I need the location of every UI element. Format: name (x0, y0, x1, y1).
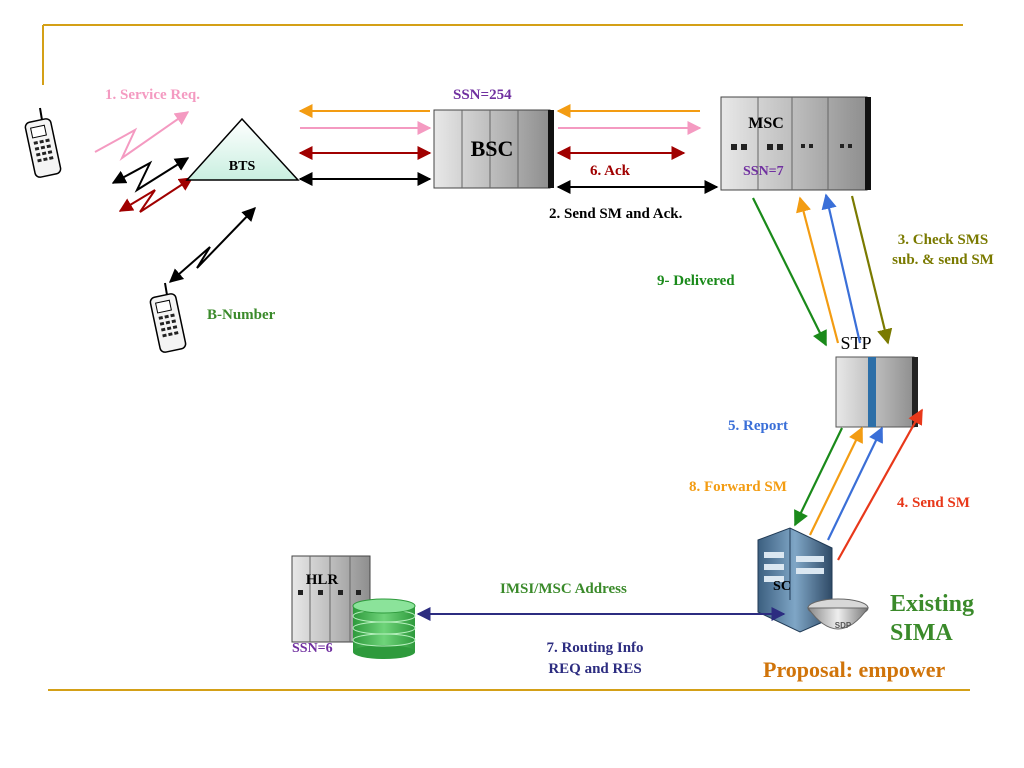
arrow-report-sc-blue (827, 426, 883, 541)
arrow-msc-stp-orange (796, 196, 840, 344)
label-forward-sm: 8. Forward SM (689, 479, 787, 495)
radio-link-b-number (168, 206, 256, 283)
bts-label: BTS (229, 159, 256, 174)
bsc-node: BSC (433, 109, 554, 189)
label-delivered: 9- Delivered (657, 273, 735, 289)
hlr-label: HLR (306, 572, 339, 588)
arrow-forward-sm-orange (809, 426, 863, 536)
label-send-sm: 4. Send SM (897, 495, 970, 511)
label-routing-info-2: REQ and RES (548, 661, 641, 677)
label-sima: SIMA (890, 620, 953, 646)
bts-node: BTS (185, 117, 300, 181)
bsc-label: BSC (471, 136, 514, 161)
flow-labels: 1. Service Req. SSN=254 SSN=7 6. Ack 2. … (105, 87, 994, 682)
radio-link-black (111, 157, 190, 193)
stp-label: STP (840, 333, 871, 353)
sdp-label: SDP (835, 621, 852, 630)
sc-label: SC (773, 579, 791, 594)
arrow-report-blue (821, 193, 862, 344)
msc-label: MSC (748, 115, 784, 132)
label-service-req: 1. Service Req. (105, 87, 200, 103)
sdp-dish-icon: SDP (807, 598, 869, 630)
radio-link-darkred (118, 177, 194, 213)
msc-node: MSC (720, 96, 871, 191)
label-check-sms: 3. Check SMS (898, 232, 988, 248)
label-existing: Existing (890, 591, 974, 617)
arrow-delivered-green (752, 197, 827, 347)
label-b-number: B-Number (207, 307, 276, 323)
label-check-sms-2: sub. & send SM (892, 252, 994, 268)
slide-frame (42, 24, 970, 691)
arrow-stp-sc-green (794, 427, 843, 527)
label-send-sm-ack: 2. Send SM and Ack. (549, 206, 683, 222)
label-ssn-hlr: SSN=6 (292, 641, 333, 656)
radio-link-pink (94, 111, 190, 161)
label-routing-info: 7. Routing Info (546, 640, 643, 656)
stp-node: STP (835, 333, 918, 428)
label-ack: 6. Ack (590, 163, 631, 179)
label-proposal: Proposal: empower (763, 657, 946, 682)
bts-bsc-links (298, 104, 432, 186)
label-ssn-bsc: SSN=254 (453, 87, 512, 103)
radio-links (94, 111, 256, 283)
arrow-send-sm-red (837, 408, 923, 561)
hlr-database-icon (352, 598, 416, 659)
bsc-msc-links (556, 104, 719, 194)
mobile-phone-b-icon (149, 282, 187, 353)
arrow-check-sms-olive (850, 195, 893, 345)
label-ssn-msc: SSN=7 (743, 164, 784, 179)
mobile-phone-a-icon (24, 107, 62, 178)
label-report: 5. Report (728, 418, 788, 434)
stp-sc-links (794, 408, 923, 561)
label-imsi: IMSI/MSC Address (500, 581, 627, 597)
msc-stp-links (752, 193, 893, 347)
